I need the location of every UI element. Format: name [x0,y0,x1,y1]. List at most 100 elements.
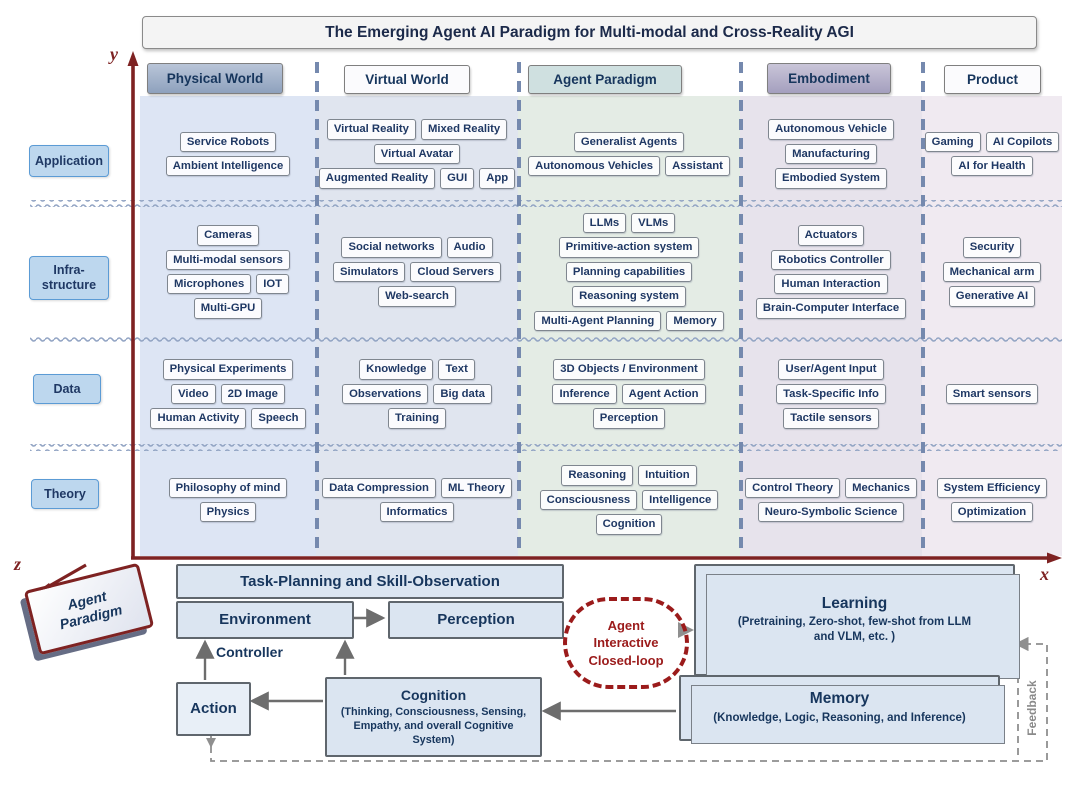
agent-paradigm-badge: Agent Paradigm [23,562,155,656]
diagram-title: The Emerging Agent AI Paradigm for Multi… [142,16,1037,49]
environment-box: Environment [176,601,354,639]
grid-item: Text [438,359,475,380]
grid-item: Cognition [595,514,663,535]
grid-item: Big data [433,383,492,405]
grid-item: Mechanical arm [942,261,1042,283]
perception-box: Perception [388,601,564,639]
grid-item: AI Copilots [985,131,1060,152]
grid-item: Robotics Controller [771,249,891,270]
grid-item: Physics [199,502,257,523]
grid-item: Neuro-Symbolic Science [757,502,905,523]
grid-item: Cloud Servers [410,261,501,283]
grid-item: Task-Specific Info [776,383,886,405]
grid-item: System Efficiency [936,477,1048,498]
memory-box: Memory (Knowledge, Logic, Reasoning, and… [679,675,1005,744]
grid-item: Planning capabilities [565,261,693,283]
grid-item: Reasoning [561,465,634,486]
grid-item: Virtual Reality [326,119,416,140]
row-label-theory: Theory [31,479,99,509]
grid-item: VLMs [631,212,676,234]
grid-item: Intelligence [642,489,719,511]
row-label-data: Data [33,374,101,404]
grid-item: User/Agent Input [778,359,884,380]
cell-data-product: Smart sensors [924,344,1060,444]
grid-item: Generative AI [948,286,1036,307]
x-axis-label: x [1040,564,1049,584]
grid-item: Mixed Reality [420,119,508,140]
learning-box: Learning (Pretraining, Zero-shot, few-sh… [694,564,1020,679]
grid-item: Microphones [166,274,252,295]
grid-item: IOT [256,274,290,295]
grid-item: Multi-Agent Planning [534,310,662,332]
grid-item: Physical Experiments [162,359,294,380]
grid-item: Memory [666,310,724,332]
grid-item: Security [962,237,1022,258]
grid-item: Control Theory [745,477,841,498]
column-header-physical-world: Physical World [147,63,283,94]
grid-item: GUI [440,168,475,189]
grid-item: Simulators [333,261,406,283]
grid-item: Inference [552,383,617,405]
grid-item: ML Theory [440,477,512,498]
feedback-label: Feedback [1025,680,1039,736]
grid-item: Manufacturing [785,143,877,165]
grid-item: Embodied System [775,168,887,189]
grid-item: Autonomous Vehicles [528,156,661,177]
y-axis-arrowhead [127,51,139,66]
y-axis-label: y [110,44,118,64]
column-header-virtual-world: Virtual World [344,65,470,94]
grid-item: LLMs [582,212,627,234]
grid-item: Intuition [638,465,697,486]
controller-label: Controller [216,644,283,660]
grid-item: Gaming [924,131,981,152]
grid-item: Assistant [665,156,730,177]
grid-item: Human Interaction [774,274,888,295]
z-axis-label: z [14,554,22,574]
grid-item: App [479,168,516,189]
cognition-box: Cognition (Thinking, Consciousness, Sens… [325,677,542,757]
grid-item: Audio [446,237,493,258]
grid-item: Smart sensors [945,383,1039,405]
grid-item: Web-search [378,286,456,307]
grid-item: Human Activity [150,408,247,429]
grid-item: Observations [342,383,429,405]
grid-item: Cameras [197,225,259,246]
task-planning-box: Task-Planning and Skill-Observation [176,564,564,599]
row-label-application: Application [29,145,109,177]
closed-loop-callout: Agent Interactive Closed-loop [563,597,689,689]
grid-item: Consciousness [539,489,638,511]
grid-item: Multi-modal sensors [166,249,290,270]
grid-item: Augmented Reality [318,168,436,189]
grid-item: Reasoning system [572,286,686,307]
grid-item: Perception [592,408,666,429]
grid-item: AI for Health [951,156,1033,177]
column-header-embodiment: Embodiment [767,63,891,94]
grid-item: Data Compression [322,477,436,498]
column-header-agent-paradigm: Agent Paradigm [528,65,682,94]
feedback-arrowhead-down [206,738,216,748]
grid-item: Autonomous Vehicle [768,119,894,140]
grid-item: Video [171,383,216,405]
row-label-infrastructure: Infra-structure [29,256,109,300]
grid-item: Social networks [341,237,442,258]
grid-item: Knowledge [359,359,434,380]
grid-item: Primitive-action system [558,237,700,258]
column-header-product: Product [944,65,1041,94]
grid-item: 2D Image [220,383,285,405]
